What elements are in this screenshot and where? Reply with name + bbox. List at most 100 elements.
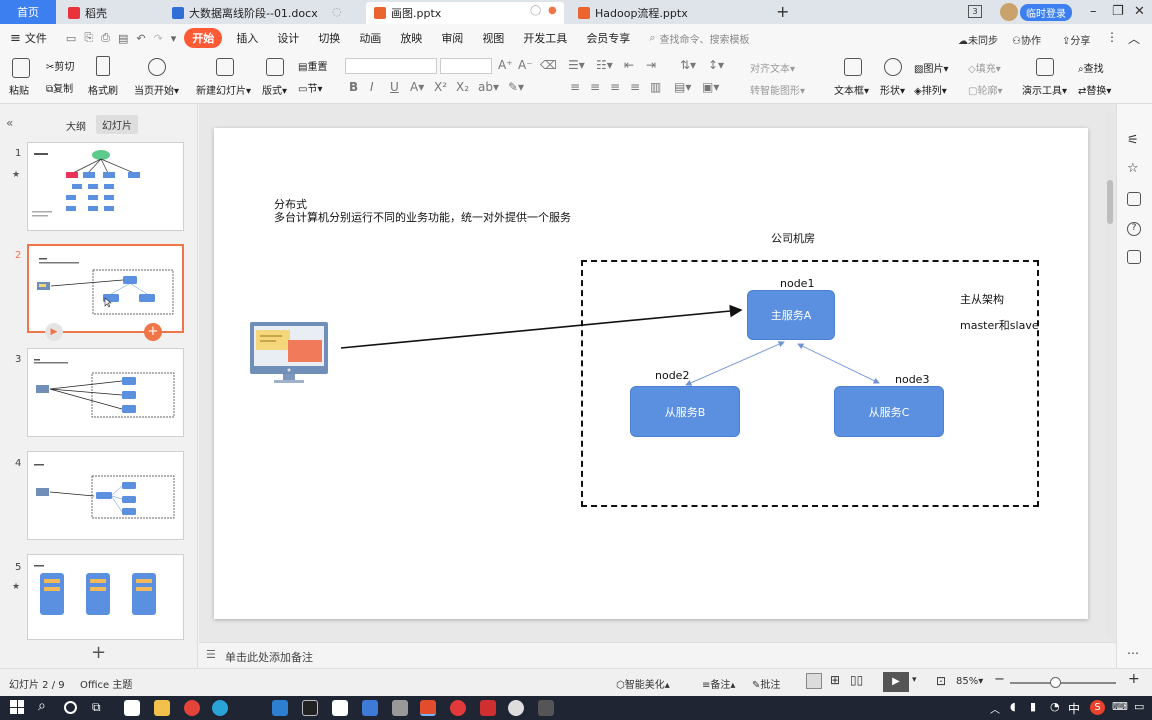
copy-button[interactable]: ⧉复制 [46, 84, 74, 95]
slideshow-play-button[interactable]: ▶ [883, 672, 909, 692]
comments-button[interactable]: ✎批注 [752, 680, 781, 691]
align-center-icon[interactable]: ≡ [590, 80, 601, 94]
typora-icon[interactable] [332, 700, 348, 716]
align-text-button[interactable]: 对齐文本▾ [750, 64, 796, 75]
indent-decrease-icon[interactable]: ⇤ [624, 58, 635, 72]
xmind-icon[interactable] [480, 700, 496, 716]
picture-button[interactable]: ▨图片▾ [914, 64, 949, 75]
new-tab-plus-icon[interactable]: + [776, 2, 790, 21]
tab-hadoop[interactable]: Hadoop流程.pptx [570, 2, 768, 24]
numbering-icon[interactable]: ☷▾ [596, 58, 613, 72]
tab-outline[interactable]: 大纲 [66, 122, 86, 133]
node3-label[interactable]: node3 [895, 373, 930, 386]
to-smartart-button[interactable]: 转智能图形▾ [750, 86, 806, 97]
clear-format-icon[interactable]: ⌫ [540, 58, 557, 72]
image-tool-icon[interactable] [1127, 250, 1141, 264]
window-count-badge[interactable]: 3 [968, 5, 982, 18]
properties-icon[interactable]: ⚟ [1127, 133, 1139, 148]
computer-monitor-icon[interactable] [250, 322, 328, 384]
fit-window-icon[interactable]: ⊡ [936, 674, 947, 688]
speaker-icon[interactable]: ◔ [1050, 700, 1060, 713]
task-view-icon[interactable]: ⧉ [92, 700, 101, 714]
animation-icon[interactable]: ☆ [1127, 161, 1139, 176]
menu-file[interactable]: 文件 [24, 32, 47, 45]
add-slide-icon[interactable]: + [144, 323, 162, 341]
zoom-slider-thumb[interactable] [1050, 677, 1061, 688]
tab-pptx-active[interactable]: 画图.pptx ◯ ● [366, 2, 564, 24]
new-slide-button[interactable]: 新建幻灯片▾ [196, 86, 252, 97]
layout-button[interactable]: 版式▾ [262, 86, 288, 97]
zoom-in-icon[interactable]: + [1128, 671, 1140, 687]
file-explorer-icon[interactable] [154, 700, 170, 716]
preview-icon[interactable]: ▤ [117, 31, 129, 45]
minimize-icon[interactable]: – [1090, 4, 1097, 19]
collab-button[interactable]: ⚇协作 [1012, 36, 1041, 47]
tab-slides[interactable]: 幻灯片 [96, 115, 138, 134]
volume-icon[interactable]: ◖ [1010, 700, 1016, 713]
slave-service-c-box[interactable]: 从服务C [834, 386, 944, 437]
menu-insert[interactable]: 插入 [236, 32, 259, 45]
format-painter-button[interactable]: 格式刷 [88, 86, 118, 97]
char-spacing-icon[interactable]: ab▾ [478, 80, 499, 94]
settings-app-icon[interactable] [392, 700, 408, 716]
zoom-slider[interactable] [1010, 677, 1116, 688]
command-search[interactable]: 查找命令、搜索模板 [659, 34, 750, 46]
cut-button[interactable]: ✂剪切 [46, 62, 75, 73]
line-spacing-icon[interactable]: ↕▾ [708, 58, 725, 72]
font-color-icon[interactable]: A▾ [410, 80, 425, 94]
bullets-icon[interactable]: ☰▾ [568, 58, 585, 72]
font-size-select[interactable] [440, 58, 492, 74]
cortana-icon[interactable] [64, 701, 77, 714]
hamburger-icon[interactable]: ≡ [10, 30, 21, 46]
edge-icon[interactable] [212, 700, 228, 716]
notes-bar[interactable]: ☰ 单击此处添加备注 [199, 642, 1116, 668]
normal-view-icon[interactable] [806, 673, 822, 689]
slide-thumbnail-4[interactable] [27, 451, 184, 540]
menu-slideshow[interactable]: 放映 [400, 32, 423, 45]
tray-up-icon[interactable]: ︿ [990, 705, 1000, 716]
tab-docx[interactable]: 大数据离线阶段--01.docx ◌ [164, 2, 360, 24]
master-service-a-box[interactable]: 主服务A [747, 290, 835, 340]
scrollbar-thumb[interactable] [1107, 180, 1113, 224]
redo-icon[interactable]: ↷ [153, 31, 163, 45]
font-family-select[interactable] [345, 58, 437, 74]
ime-indicator[interactable]: 中 [1068, 702, 1081, 716]
netease-music-icon[interactable] [450, 700, 466, 716]
menu-animation[interactable]: 动画 [359, 32, 382, 45]
menu-view[interactable]: 视图 [482, 32, 505, 45]
slide-thumbnail-2[interactable]: ▶ + [27, 244, 184, 341]
reading-view-icon[interactable]: ▯▯ [850, 673, 864, 687]
wps-ppt-taskbar-icon[interactable] [420, 700, 436, 716]
paste-icon[interactable] [12, 58, 30, 78]
server-room-border[interactable] [581, 260, 1039, 507]
notes-toggle-button[interactable]: ≡备注▴ [702, 680, 736, 691]
slide-2[interactable]: 分布式 多台计算机分别运行不同的业务功能，统一对外提供一个服务 公司机房 [214, 128, 1088, 619]
reset-button[interactable]: ▤重置 [298, 62, 328, 73]
subscript-icon[interactable]: X₂ [456, 80, 470, 94]
slide-thumbnail-1[interactable] [27, 142, 184, 231]
menu-review[interactable]: 审阅 [441, 32, 464, 45]
text-direction-icon[interactable]: ⇅▾ [680, 58, 697, 72]
menu-transition[interactable]: 切换 [318, 32, 341, 45]
node2-label[interactable]: node2 [655, 369, 690, 382]
shrink-font-icon[interactable]: A⁻ [518, 58, 533, 72]
menu-design[interactable]: 设计 [277, 32, 300, 45]
login-button[interactable]: 临时登录 [1020, 4, 1072, 21]
undo-icon[interactable]: ↶ [136, 31, 146, 45]
present-tools-button[interactable]: 演示工具▾ [1022, 86, 1068, 97]
menu-start[interactable]: 开始 [184, 28, 223, 48]
textbox-button[interactable]: 文本框▾ [834, 86, 870, 97]
close-icon[interactable]: ✕ [1134, 4, 1145, 19]
collapse-pane-icon[interactable]: « [6, 116, 14, 130]
notes-placeholder[interactable]: 单击此处添加备注 [225, 651, 313, 664]
menu-member[interactable]: 会员专享 [586, 32, 631, 45]
slave-service-b-box[interactable]: 从服务B [630, 386, 740, 437]
pinned-app-icon[interactable] [362, 700, 378, 716]
section-button[interactable]: ▭节▾ [298, 84, 323, 95]
columns-icon[interactable]: ▤▾ [674, 80, 692, 94]
vertical-scrollbar[interactable] [1106, 112, 1114, 638]
pycharm-icon[interactable] [302, 700, 318, 716]
help-icon[interactable]: ? [1127, 222, 1141, 236]
restore-icon[interactable]: ❐ [1112, 4, 1124, 19]
theme-name[interactable]: Office 主题 [80, 680, 133, 691]
